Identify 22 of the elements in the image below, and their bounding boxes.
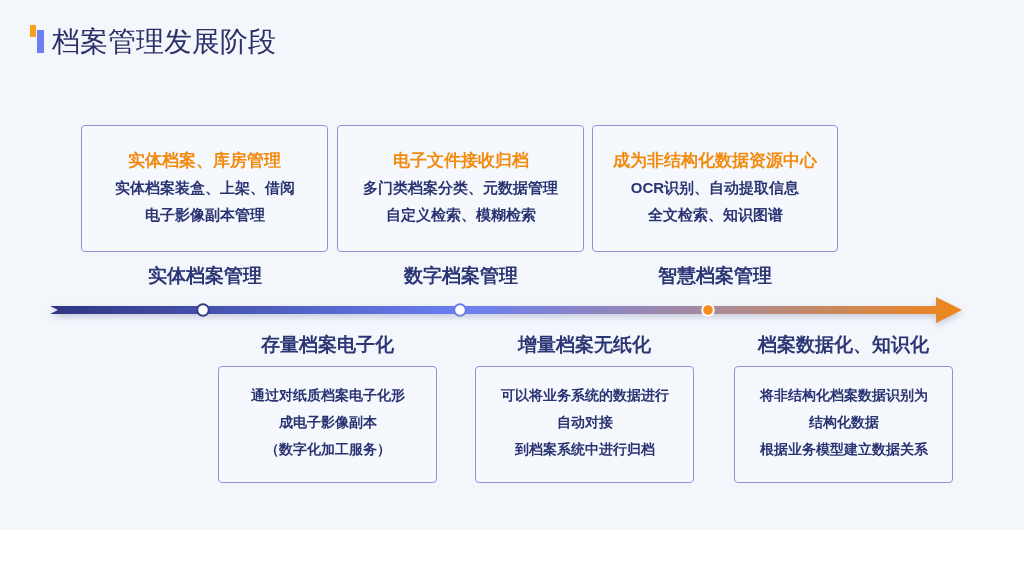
stage-title: 档案数据化、知识化 bbox=[758, 333, 929, 357]
card-text: 多门类档案分类、元数据管理 bbox=[363, 178, 558, 198]
card-text: OCR识别、自动提取信息 bbox=[630, 178, 800, 198]
card-text: 将非结构化档案数据识别为结构化数据 bbox=[758, 386, 929, 432]
card-text: 自定义检索、模糊检索 bbox=[385, 205, 536, 225]
stage-title: 数字档案管理 bbox=[403, 264, 518, 288]
card-heading: 电子文件接收归档 bbox=[392, 150, 529, 172]
card-text: 全文检索、知识图谱 bbox=[647, 205, 783, 225]
page-title: 档案管理发展阶段 bbox=[52, 25, 276, 59]
stage-title: 智慧档案管理 bbox=[658, 264, 772, 288]
card-text: 通过对纸质档案电子化形成电子影像副本 bbox=[249, 386, 406, 432]
card-text: 实体档案装盒、上架、借阅 bbox=[114, 178, 295, 198]
stage-title: 增量档案无纸化 bbox=[518, 333, 651, 357]
card-text: 根据业务模型建立数据关系 bbox=[759, 440, 928, 459]
card-heading: 实体档案、库房管理 bbox=[128, 150, 281, 172]
card-text: 到档案系统中进行归档 bbox=[514, 440, 655, 459]
stage-title: 存量档案电子化 bbox=[261, 333, 394, 357]
card-heading: 成为非结构化数据资源中心 bbox=[613, 150, 817, 172]
card-text: （数字化加工服务） bbox=[264, 440, 391, 459]
stage-title: 实体档案管理 bbox=[147, 264, 262, 288]
card-text: 可以将业务系统的数据进行自动对接 bbox=[499, 386, 670, 432]
card-text: 电子影像副本管理 bbox=[144, 205, 265, 225]
